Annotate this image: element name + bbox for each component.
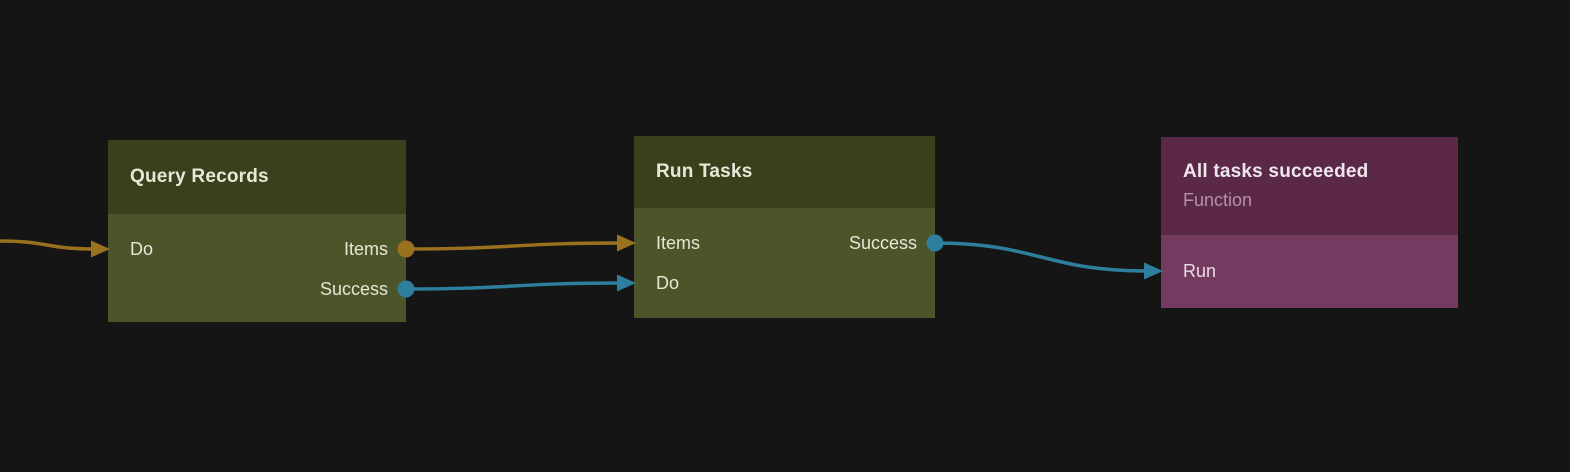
wire-query-records.items-to-run-tasks.items[interactable]: [397, 234, 637, 258]
node-title: Run Tasks: [656, 161, 753, 182]
port-row: Success: [108, 269, 406, 309]
node-body: Do Items Success: [108, 214, 406, 322]
port-input-items[interactable]: Items: [656, 233, 700, 254]
wire-offscreen-left-to-query-records.do[interactable]: [0, 239, 110, 258]
node-subtitle: Function: [1183, 190, 1253, 210]
node-run-tasks[interactable]: Run Tasks Items Success Do: [634, 136, 935, 318]
node-title: All tasks succeeded: [1183, 161, 1369, 182]
port-label: Do: [656, 272, 680, 293]
node-title: Query Records: [130, 166, 269, 187]
port-row: Do: [634, 263, 935, 303]
node-header: Run Tasks: [634, 136, 935, 208]
port-label: Run: [1183, 260, 1217, 281]
port-row: Do Items: [108, 229, 406, 269]
node-header: All tasks succeeded Function: [1161, 137, 1458, 235]
node-body: Run: [1161, 235, 1458, 308]
port-label: Items: [343, 238, 388, 259]
node-header: Query Records: [108, 140, 406, 214]
port-label: Items: [656, 232, 701, 253]
port-output-success[interactable]: Success: [320, 279, 388, 300]
port-row: Items Success: [634, 223, 935, 263]
node-all-tasks-succeeded[interactable]: All tasks succeeded Function Run: [1161, 137, 1458, 308]
wire-run-tasks.success-to-all-tasks-succeeded.run[interactable]: [926, 234, 1164, 280]
node-query-records[interactable]: Query Records Do Items Success: [108, 140, 406, 322]
port-input-do[interactable]: Do: [130, 239, 153, 260]
port-output-success[interactable]: Success: [849, 233, 917, 254]
port-input-do[interactable]: Do: [656, 273, 679, 294]
port-label: Do: [130, 238, 154, 259]
port-row: Run: [1161, 251, 1458, 291]
node-body: Items Success Do: [634, 208, 935, 318]
port-label: Success: [848, 232, 917, 253]
port-label: Success: [319, 278, 388, 299]
wire-query-records.success-to-run-tasks.do[interactable]: [397, 274, 637, 298]
port-input-run[interactable]: Run: [1183, 261, 1216, 282]
port-output-items[interactable]: Items: [344, 239, 388, 260]
